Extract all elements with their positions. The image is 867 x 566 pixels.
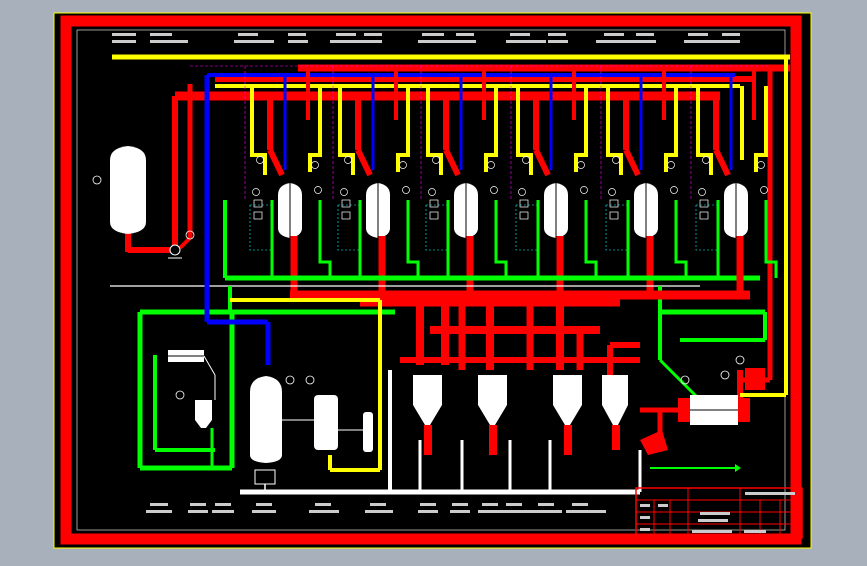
vacuum-line: [204, 75, 271, 365]
cooling-return: [406, 200, 420, 278]
cooling-return: [318, 200, 332, 278]
valve-box: [699, 199, 709, 208]
feed-branch: [426, 86, 443, 175]
instrument-bubble: [487, 161, 495, 169]
valve-box: [609, 211, 619, 220]
instrument-bubble: [757, 161, 765, 169]
valve-box: [341, 211, 351, 220]
instrument-bubble: [577, 161, 585, 169]
cooling-return: [584, 200, 598, 278]
instrument-bubble: [612, 156, 620, 164]
steam-inlet: [623, 148, 641, 177]
instrument-bubble: [667, 161, 675, 169]
evaporator-unit-5: [600, 66, 688, 295]
buffer-tank: [314, 395, 338, 450]
lower-left-equipment: [168, 350, 373, 492]
discharge-lines: [240, 370, 642, 495]
instrument-bubble: [490, 186, 498, 194]
cyclone-2: [478, 375, 507, 425]
instrument-bubble: [428, 188, 436, 196]
instrument-bubble: [252, 188, 260, 196]
equipment-labels: [146, 503, 606, 513]
feed-return: [754, 86, 768, 172]
evaporator-units: [244, 66, 778, 295]
evaporator-unit-1: [244, 66, 332, 295]
instrument-bubble: [580, 186, 588, 194]
steam-inlet: [533, 148, 551, 177]
cyclone-3: [553, 375, 582, 425]
header-labels: [112, 33, 740, 43]
valve-box: [519, 199, 529, 208]
filter-column: [363, 412, 373, 452]
outer-border-line: [53, 12, 812, 549]
valve-box: [429, 199, 439, 208]
cooling-return: [674, 200, 688, 278]
instrument-bubble: [402, 186, 410, 194]
steam-inlet: [267, 148, 285, 177]
steam-inlet: [443, 148, 461, 177]
feed-branch: [250, 86, 267, 175]
evaporator-unit-2: [332, 66, 420, 295]
feed-return: [664, 86, 678, 172]
left-feed-section: [92, 84, 195, 259]
instrument-bubble: [702, 156, 710, 164]
cooling-return: [494, 200, 508, 278]
feed-return: [308, 86, 322, 172]
instrument-bubble: [340, 188, 348, 196]
feed-return: [396, 86, 410, 172]
valve-box: [699, 211, 709, 220]
storage-tank: [110, 146, 146, 234]
feed-return: [574, 86, 588, 172]
instrument-bubble: [670, 186, 678, 194]
cooling-return: [764, 200, 778, 278]
instrument-bubble: [311, 161, 319, 169]
instrument-bubble: [314, 186, 322, 194]
instrument-bubble: [760, 186, 768, 194]
steam-collector: [290, 250, 770, 440]
title-block[interactable]: [635, 487, 803, 539]
instrument-bubble: [399, 161, 407, 169]
instrument-bubble: [608, 188, 616, 196]
feed-return: [484, 86, 498, 172]
cyclone-4: [602, 375, 628, 425]
drain-trap: [640, 430, 668, 455]
feed-branch: [516, 86, 533, 175]
evaporator-unit-3: [420, 66, 508, 295]
red-frame-band: [60, 15, 802, 545]
lower-right-equipment: [640, 355, 765, 455]
instrument-bubble: [522, 156, 530, 164]
valve-box: [429, 211, 439, 220]
instrument-bubble: [256, 156, 264, 164]
concentrate-line: [230, 298, 786, 472]
feed-branch: [696, 86, 713, 175]
pump-symbol: [169, 244, 181, 256]
feed-branch: [606, 86, 623, 175]
instrument-bubble: [698, 188, 706, 196]
small-separator: [195, 400, 212, 428]
valve-box: [253, 211, 263, 220]
valve-box: [609, 199, 619, 208]
instrument-bubble: [518, 188, 526, 196]
evaporator-unit-6: [690, 66, 778, 295]
cyclone-1: [413, 375, 442, 425]
feed-branch: [338, 86, 355, 175]
instrument-bubble: [432, 156, 440, 164]
valve-box: [253, 199, 263, 208]
hot-well: [745, 368, 765, 390]
receiver-tank: [250, 376, 282, 463]
evaporator-unit-4: [510, 66, 598, 295]
steam-inlet: [355, 148, 373, 177]
steam-inlet: [713, 148, 731, 177]
valve-box: [341, 199, 351, 208]
instrument-bubble: [344, 156, 352, 164]
cyclone-separators: [413, 375, 628, 455]
valve-box: [519, 211, 529, 220]
